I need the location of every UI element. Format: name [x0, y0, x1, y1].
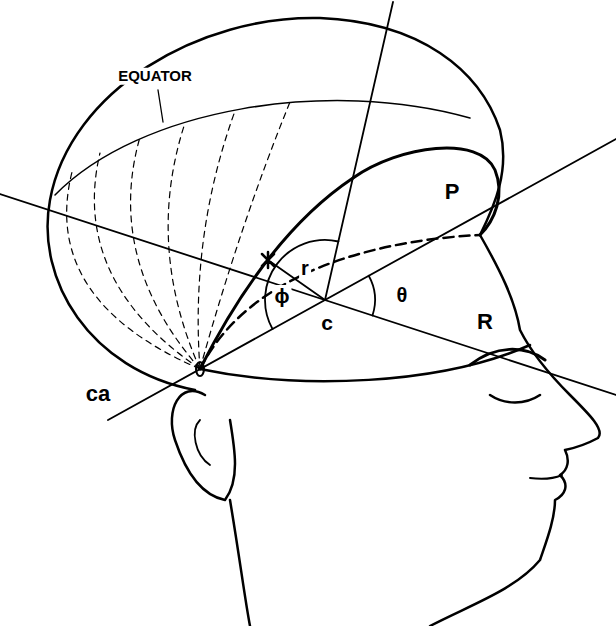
angle-label: θ — [395, 284, 410, 306]
ear-inner — [195, 420, 210, 465]
meridian — [168, 123, 200, 369]
meridian — [198, 111, 235, 369]
point-marker — [262, 252, 274, 268]
pole-marker — [196, 362, 204, 376]
axis-vertical — [325, 2, 393, 300]
theta-angle-arc — [369, 276, 375, 316]
meridian — [131, 137, 200, 369]
neck — [230, 500, 250, 626]
equator-label: EQUATOR — [116, 68, 194, 85]
meridian — [94, 153, 200, 369]
radius-label: r — [299, 257, 311, 279]
ear — [172, 391, 235, 500]
closed-eye — [490, 395, 540, 403]
center-label: c — [319, 311, 335, 334]
axis-label: ca — [84, 382, 112, 406]
axis-ca — [108, 139, 616, 420]
axis-horizontal — [0, 194, 616, 395]
mouth — [530, 475, 562, 479]
reference-label: R — [475, 310, 495, 334]
p-region-boundary — [353, 148, 499, 235]
cut-plane-hidden-edge — [200, 235, 480, 369]
meridian — [200, 102, 290, 369]
angle-label: ϕ — [273, 285, 292, 307]
leader-line — [158, 90, 163, 122]
meridian — [67, 172, 200, 369]
equator — [55, 101, 470, 195]
plane-label: P — [443, 180, 462, 204]
face-profile — [430, 235, 600, 626]
great-circle-arc — [200, 178, 353, 369]
skull-outline — [48, 18, 504, 390]
